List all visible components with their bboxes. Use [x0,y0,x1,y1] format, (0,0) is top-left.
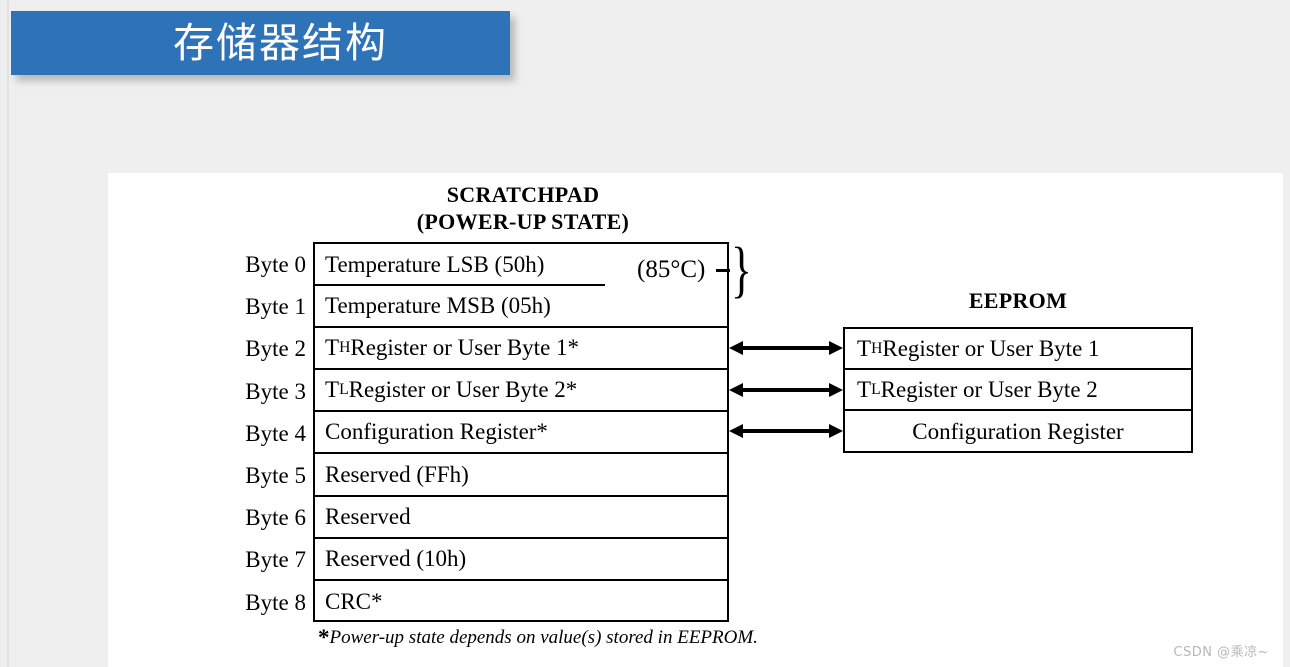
scratchpad-row-byte8: CRC* [315,581,727,623]
eeprom-row-th-subscript: H [871,339,883,357]
arrow-shaft [741,429,831,433]
eeprom-row-th-suffix: Register or User Byte 1 [882,335,1100,361]
arrow-shaft [741,346,831,350]
scratchpad-row-byte2-prefix: T [325,335,340,361]
footnote: *Power-up state depends on value(s) stor… [318,625,758,651]
byte-label-6: Byte 6 [245,505,306,531]
footnote-text: Power-up state depends on value(s) store… [329,627,758,648]
scratchpad-row-byte3-suffix: Register or User Byte 2* [348,377,578,403]
scratchpad-row-byte0-text: Temperature LSB (50h) [325,252,545,278]
slide-edge-rule [7,0,9,667]
scratchpad-row-byte7-text: Reserved (10h) [325,545,467,571]
scratchpad-heading-line1: SCRATCHPAD [446,182,600,207]
eeprom-row-tl-subscript: L [871,380,881,398]
byte-label-1: Byte 1 [245,294,306,320]
double-arrow-icon-tl [729,383,843,397]
temperature-annotation: (85°C) [637,256,706,283]
eeprom-row-th-prefix: T [857,335,872,361]
scratchpad-heading: SCRATCHPAD (POWER-UP STATE) [313,181,733,235]
page-title: 存储器结构 [173,18,388,67]
slide-title-bar: 存储器结构 [11,11,510,75]
temperature-leader-line [716,269,730,272]
arrow-head-left-icon [729,383,743,397]
scratchpad-row-byte2-subscript: H [339,339,351,357]
byte-label-5: Byte 5 [245,462,306,488]
arrow-head-right-icon [829,424,843,438]
double-arrow-icon-th [729,341,843,355]
eeprom-row-tl-suffix: Register or User Byte 2 [880,376,1098,402]
byte-label-3: Byte 3 [245,378,306,404]
scratchpad-row-byte3-prefix: T [325,377,340,403]
arrow-head-right-icon [829,383,843,397]
content-panel: SCRATCHPAD (POWER-UP STATE) Byte 0 Byte … [108,173,1283,667]
eeprom-heading: EEPROM [968,288,1068,313]
byte-label-0: Byte 0 [245,252,306,277]
byte-label-column: Byte 0 Byte 1 Byte 2 Byte 3 Byte 4 Byte … [214,244,306,624]
scratchpad-row-byte6-text: Reserved [325,503,411,529]
byte-label-8: Byte 8 [245,589,306,615]
scratchpad-row-byte5-text: Reserved (FFh) [325,461,469,487]
eeprom-row-config: Configuration Register [845,411,1191,452]
scratchpad-row-byte3-subscript: L [339,381,349,399]
scratchpad-row-byte7: Reserved (10h) [315,539,727,581]
double-arrow-icon-config [729,424,843,438]
eeprom-row-tl-prefix: T [857,376,872,402]
scratchpad-table: Temperature LSB (50h) Temperature MSB (0… [313,242,729,622]
memory-structure-diagram: SCRATCHPAD (POWER-UP STATE) Byte 0 Byte … [108,173,1283,667]
temperature-brace: } [731,236,752,304]
arrow-head-left-icon [729,341,743,355]
footnote-marker: * [318,625,330,650]
scratchpad-row-byte6: Reserved [315,497,727,539]
byte-label-2: Byte 2 [245,336,306,362]
scratchpad-row-byte0: Temperature LSB (50h) [315,244,727,287]
arrow-head-left-icon [729,424,743,438]
arrow-head-right-icon [829,341,843,355]
scratchpad-row-byte4-text: Configuration Register* [325,419,548,445]
scratchpad-row-byte8-text: CRC* [325,588,383,614]
watermark: CSDN @乘凉~ [1173,645,1269,660]
scratchpad-row-byte4: Configuration Register* [315,412,727,455]
scratchpad-row-byte1: Temperature MSB (05h) [315,286,727,329]
arrow-shaft [741,388,831,392]
scratchpad-heading-line2: (POWER-UP STATE) [416,209,630,234]
scratchpad-row-byte2-suffix: Register or User Byte 1* [350,335,580,361]
byte-label-7: Byte 7 [245,547,306,573]
byte-label-4: Byte 4 [245,420,306,446]
scratchpad-row-byte5: Reserved (FFh) [315,454,727,497]
scratchpad-row-byte1-text: Temperature MSB (05h) [325,293,551,319]
eeprom-row-config-text: Configuration Register [912,418,1124,444]
